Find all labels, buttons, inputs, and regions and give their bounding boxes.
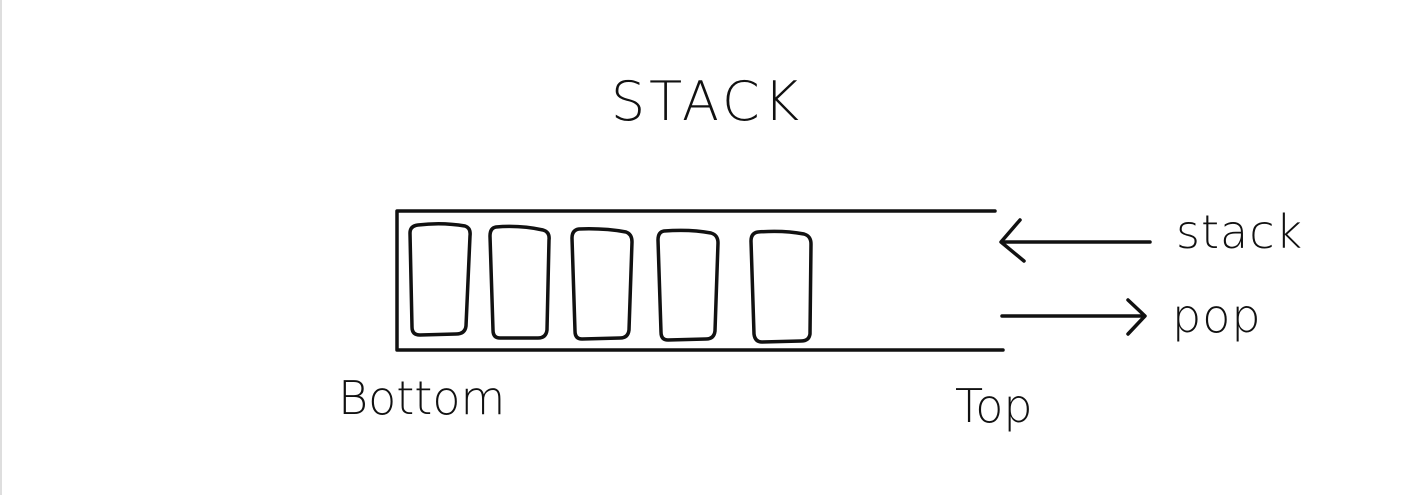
stack-container-outline xyxy=(395,209,1005,352)
stack-element-4 xyxy=(656,228,720,342)
pop-label: pop xyxy=(1172,289,1262,343)
bottom-label: Bottom xyxy=(338,371,505,425)
stack-elements xyxy=(408,221,813,344)
left-edge-divider xyxy=(0,0,2,495)
stack-element-1 xyxy=(408,221,472,337)
diagram-title: STACK xyxy=(611,70,803,133)
push-arrow-head xyxy=(999,218,1026,263)
stack-element-5 xyxy=(749,229,813,344)
push-arrow xyxy=(999,218,1152,263)
top-label: Top xyxy=(955,379,1033,433)
pop-arrow xyxy=(1000,298,1147,336)
push-label: stack xyxy=(1176,205,1303,259)
stack-container xyxy=(395,209,1005,352)
pop-arrow-head xyxy=(1126,298,1147,336)
stack-element-3 xyxy=(570,227,634,341)
stack-element-2 xyxy=(488,224,551,340)
